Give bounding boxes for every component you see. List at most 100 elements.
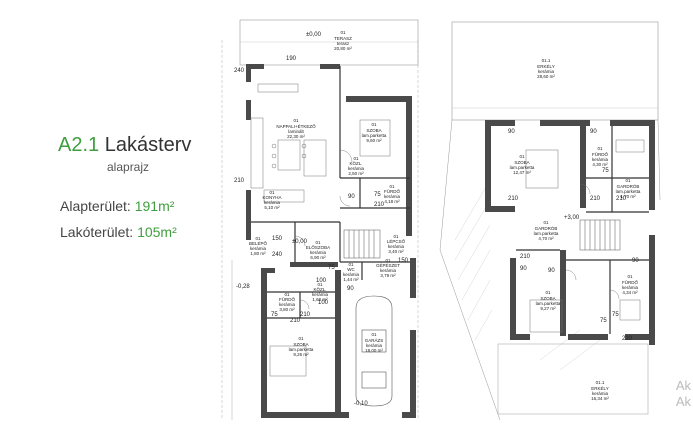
svg-text:kerámia: kerámia xyxy=(310,250,327,255)
svg-text:KÖZL.: KÖZL. xyxy=(349,160,362,166)
level-mark: ±0,00 xyxy=(292,239,308,245)
svg-text:100: 100 xyxy=(316,278,327,284)
svg-text:kerámia: kerámia xyxy=(279,302,296,307)
svg-text:SZOBA: SZOBA xyxy=(540,296,555,301)
svg-text:GARDRÓB: GARDRÓB xyxy=(535,225,558,231)
svg-text:20,80 m²: 20,80 m² xyxy=(334,46,352,51)
svg-text:150: 150 xyxy=(398,258,409,264)
svg-text:210: 210 xyxy=(520,254,531,260)
terrace-outline xyxy=(239,19,419,66)
svg-text:01: 01 xyxy=(269,190,275,195)
svg-text:01: 01 xyxy=(348,262,354,267)
watermark: Ak xyxy=(675,378,691,393)
svg-text:lam.parketta: lam.parketta xyxy=(362,133,387,138)
svg-text:kerámia: kerámia xyxy=(384,194,401,199)
svg-text:01: 01 xyxy=(543,220,549,225)
svg-text:1,60 m²: 1,60 m² xyxy=(312,297,328,302)
svg-text:90: 90 xyxy=(548,268,555,274)
svg-text:terasz: terasz xyxy=(337,41,350,46)
svg-text:210: 210 xyxy=(300,312,311,318)
svg-text:01: 01 xyxy=(389,184,395,189)
svg-text:1,70 m²: 1,70 m² xyxy=(620,194,636,199)
roof-hatching xyxy=(454,179,601,371)
svg-text:ELŐSZOBA: ELŐSZOBA xyxy=(306,244,330,250)
svg-text:240: 240 xyxy=(272,252,283,258)
upper-door-swings xyxy=(565,183,620,300)
svg-text:01: 01 xyxy=(298,336,304,341)
svg-text:4,18 m²: 4,18 m² xyxy=(384,199,400,204)
shower xyxy=(619,299,641,321)
ground-stair xyxy=(343,229,381,259)
svg-text:FÜRDŐ: FÜRDŐ xyxy=(384,188,400,194)
svg-text:22,30 m²: 22,30 m² xyxy=(287,134,305,139)
svg-text:3,40 m²: 3,40 m² xyxy=(388,249,404,254)
svg-text:90: 90 xyxy=(348,194,355,200)
svg-text:kerámia: kerámia xyxy=(592,157,609,162)
svg-text:kerámia: kerámia xyxy=(592,391,609,396)
svg-text:9,60 m²: 9,60 m² xyxy=(366,138,382,143)
svg-text:lam.parketta: lam.parketta xyxy=(536,301,561,306)
svg-text:01: 01 xyxy=(393,234,399,239)
svg-text:SZOBA: SZOBA xyxy=(514,160,529,165)
svg-text:3,80 m²: 3,80 m² xyxy=(279,307,295,312)
svg-text:lam.parketta: lam.parketta xyxy=(289,347,314,352)
svg-text:9,27 m²: 9,27 m² xyxy=(540,306,556,311)
svg-text:28,60 m²: 28,60 m² xyxy=(537,74,555,79)
svg-text:210: 210 xyxy=(374,202,385,208)
svg-text:4,34 m²: 4,34 m² xyxy=(622,290,638,295)
svg-text:SZOBA: SZOBA xyxy=(293,342,308,347)
svg-text:90: 90 xyxy=(347,286,354,292)
svg-text:75: 75 xyxy=(612,312,619,318)
svg-text:01: 01 xyxy=(315,240,321,245)
svg-text:TERASZ: TERASZ xyxy=(334,36,352,41)
svg-text:210: 210 xyxy=(616,196,627,202)
svg-text:210: 210 xyxy=(622,336,633,342)
svg-text:4,30 m²: 4,30 m² xyxy=(592,162,608,167)
svg-text:210: 210 xyxy=(290,318,301,324)
svg-text:2,50 m²: 2,50 m² xyxy=(348,171,364,176)
svg-text:01: 01 xyxy=(284,292,290,297)
svg-text:1,80 m²: 1,80 m² xyxy=(250,251,266,256)
floor-area-value: 191m² xyxy=(134,198,175,214)
svg-text:01: 01 xyxy=(353,156,359,161)
svg-text:ERKÉLY: ERKÉLY xyxy=(591,385,608,391)
svg-text:FÜRDŐ: FÜRDŐ xyxy=(592,151,608,157)
upper-stair xyxy=(579,219,621,251)
page-title: A2.1 Lakásterv xyxy=(58,134,191,157)
svg-text:01: 01 xyxy=(627,274,633,279)
svg-text:kerámia: kerámia xyxy=(538,69,555,74)
svg-text:01: 01 xyxy=(545,290,551,295)
svg-text:01: 01 xyxy=(293,118,299,123)
svg-text:01: 01 xyxy=(317,282,323,287)
svg-text:210: 210 xyxy=(234,178,245,184)
svg-text:KONYHA: KONYHA xyxy=(262,195,281,200)
svg-text:kerámia: kerámia xyxy=(388,244,405,249)
svg-text:90: 90 xyxy=(508,129,515,135)
dining-table xyxy=(271,139,307,171)
svg-text:18,00 m²: 18,00 m² xyxy=(365,348,383,353)
svg-text:01: 01 xyxy=(371,122,377,127)
svg-text:WC: WC xyxy=(347,267,355,272)
svg-text:GARÁZS: GARÁZS xyxy=(365,337,384,343)
exterior-walls xyxy=(246,64,416,418)
svg-text:210: 210 xyxy=(590,196,601,202)
svg-text:100: 100 xyxy=(318,300,329,306)
bed xyxy=(529,299,563,333)
svg-text:laminált: laminált xyxy=(288,129,304,134)
svg-text:5,10 m²: 5,10 m² xyxy=(264,205,280,210)
bathtub xyxy=(615,139,645,153)
roof-line xyxy=(439,119,453,251)
